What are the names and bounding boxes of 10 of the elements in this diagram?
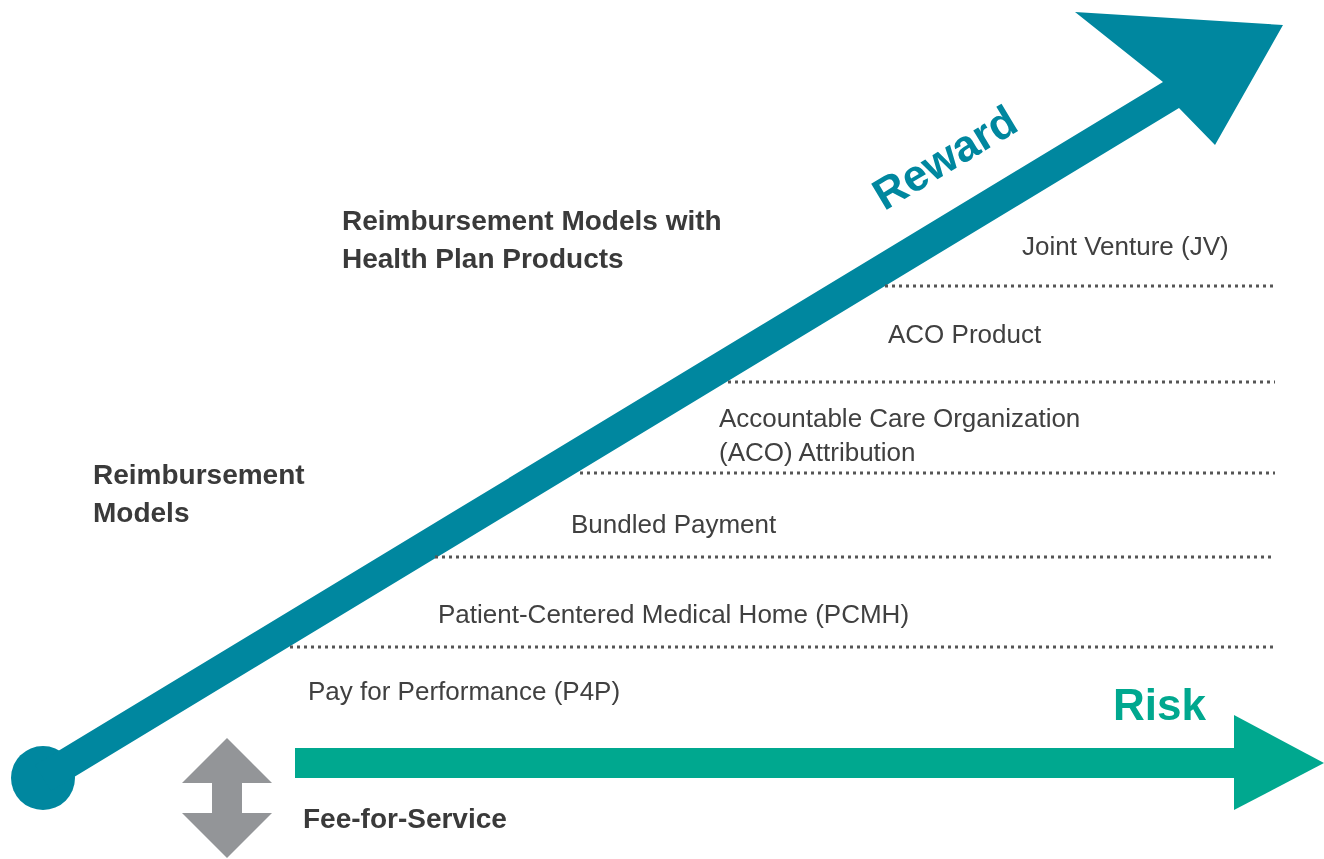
tier-label: Patient-Centered Medical Home (PCMH) bbox=[438, 598, 911, 631]
tier-label: ACO Product bbox=[888, 318, 1043, 351]
tier-label: Bundled Payment bbox=[571, 508, 778, 541]
tier-label: Pay for Performance (P4P) bbox=[308, 675, 622, 708]
axis-label: Risk bbox=[1113, 679, 1207, 731]
section-heading: Reimbursement Models bbox=[93, 458, 306, 530]
baseline-label: Fee-for-Service bbox=[303, 802, 508, 836]
section-heading: Reimbursement Models with Health Plan Products bbox=[342, 204, 722, 276]
tier-label: Accountable Care Organization (ACO) Attribution bbox=[719, 402, 1082, 469]
tier-label: Joint Venture (JV) bbox=[1022, 230, 1230, 263]
